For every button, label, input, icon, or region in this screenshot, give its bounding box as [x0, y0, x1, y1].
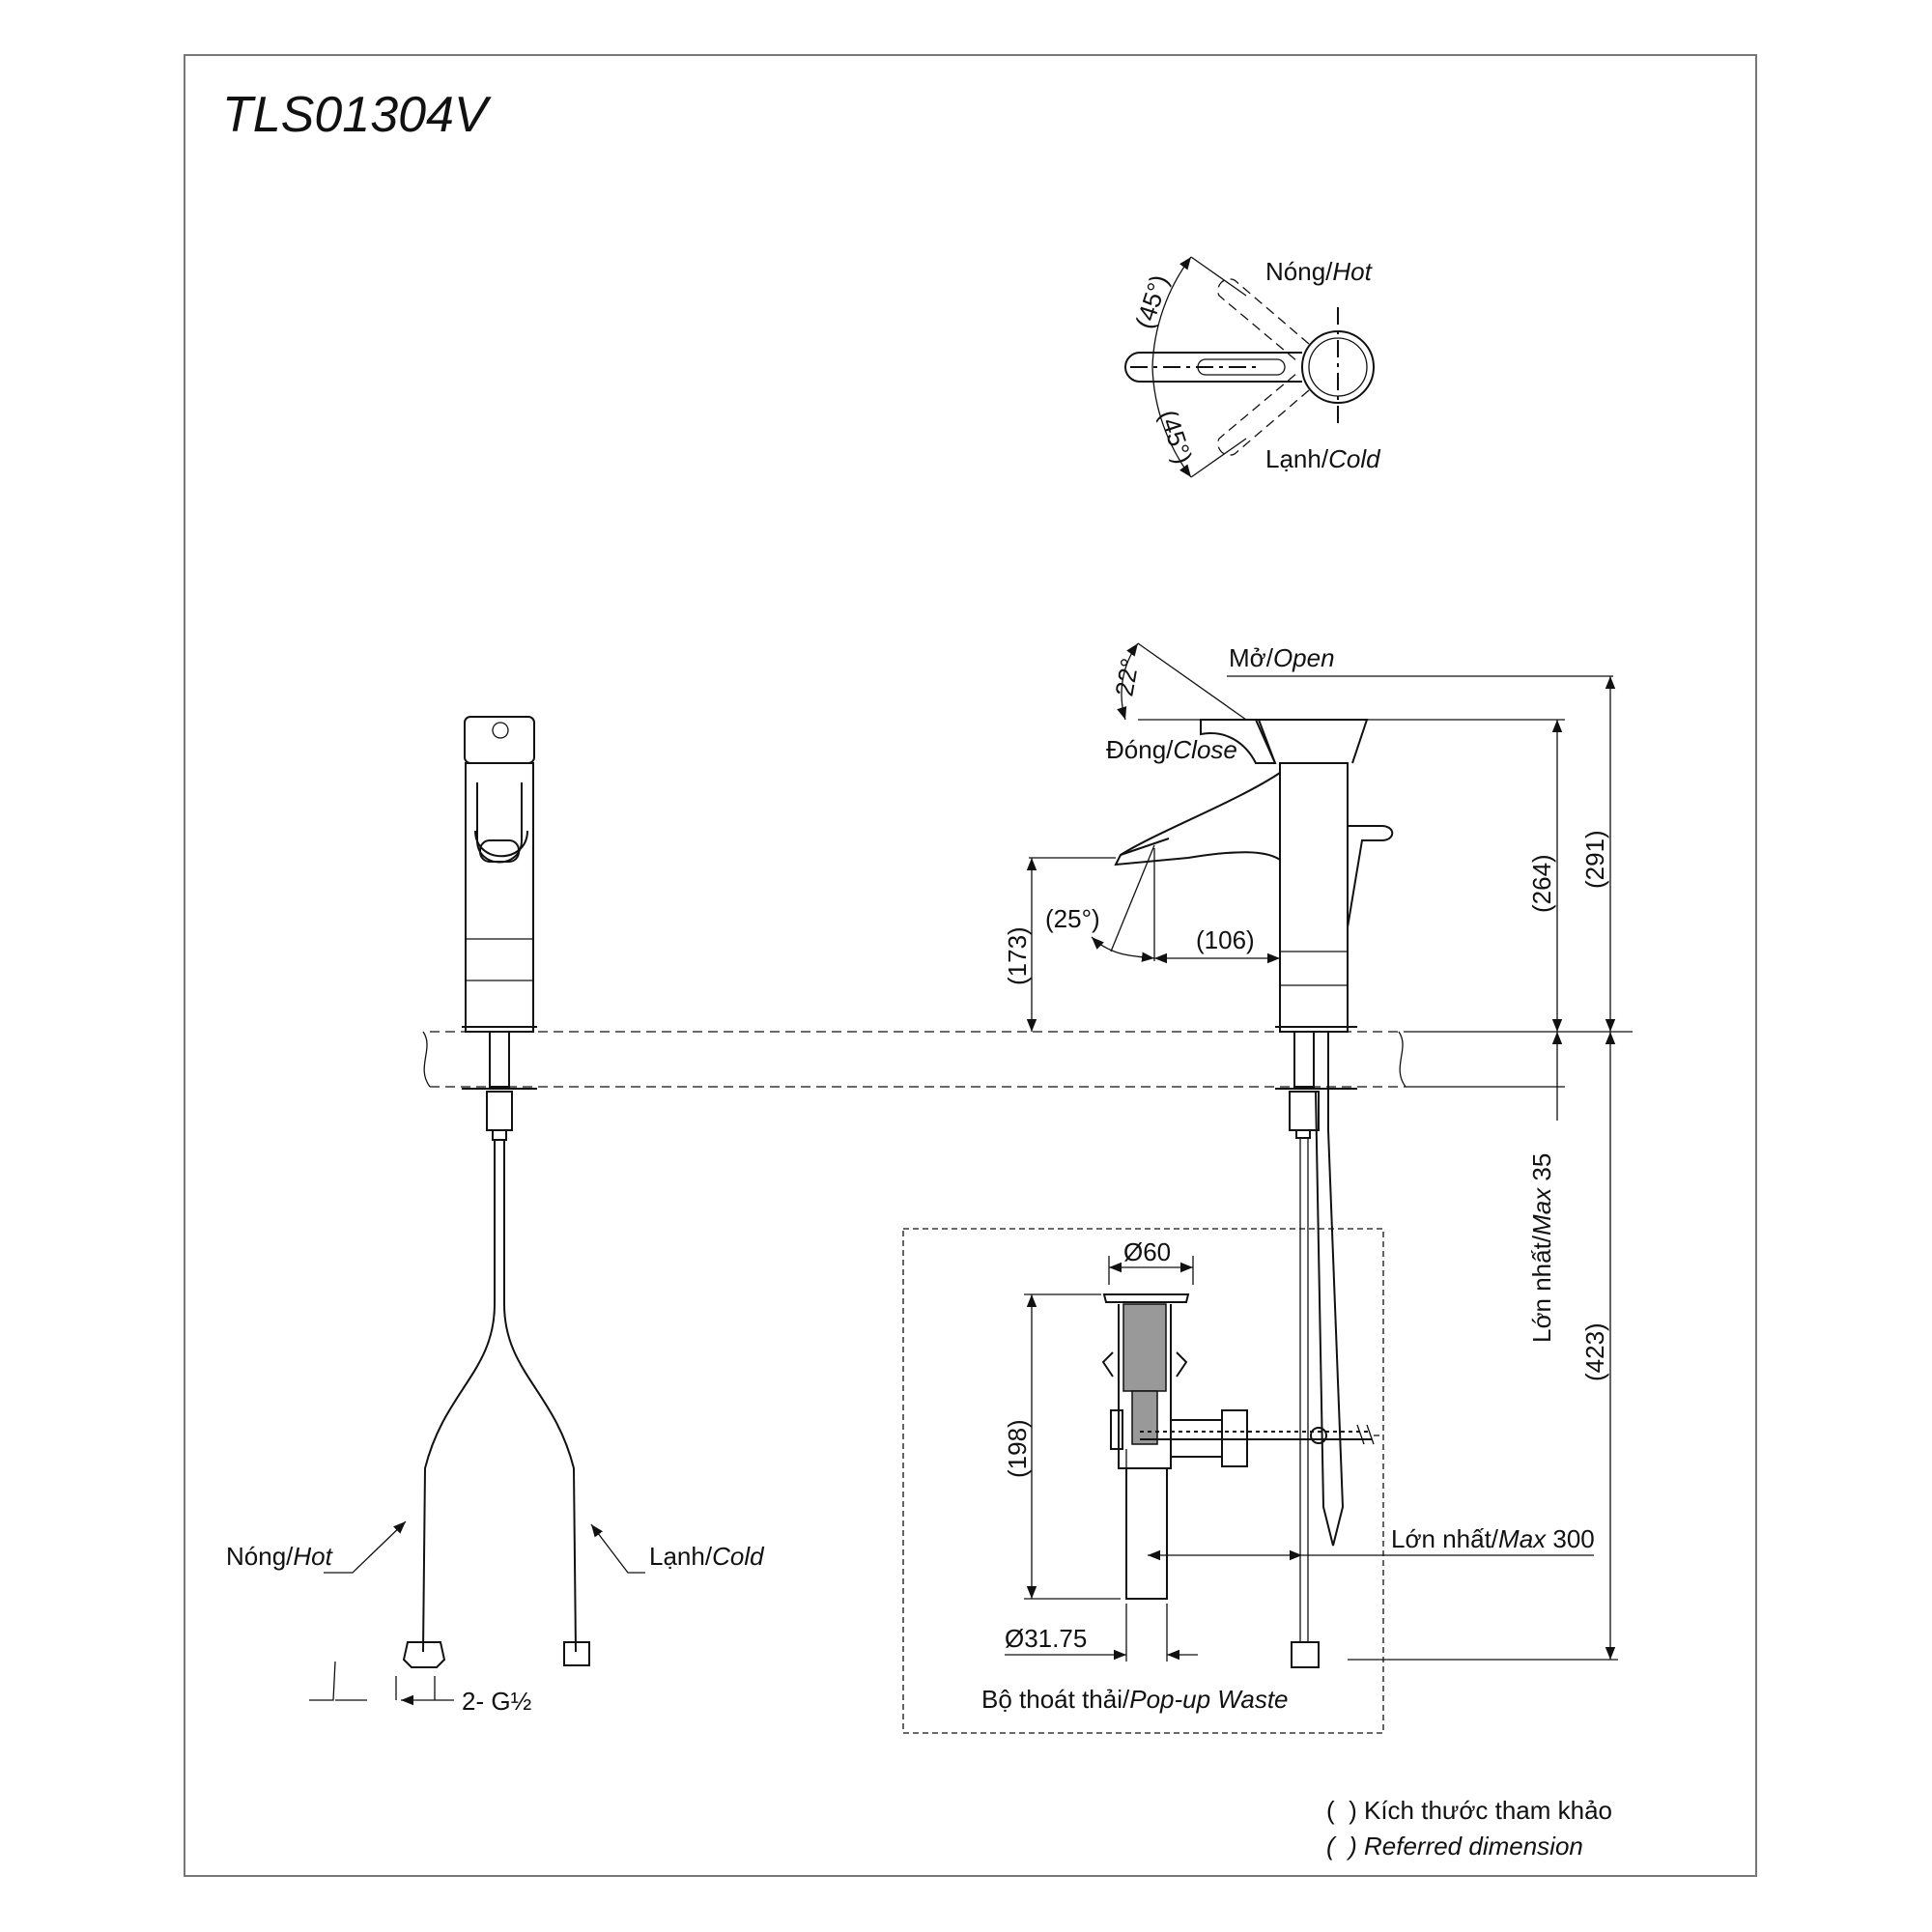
spout-height-label: (173) — [1003, 926, 1032, 985]
dia-bottom-label: Ø31.75 — [1005, 1624, 1087, 1653]
total-height-label: (291) — [1580, 830, 1609, 889]
faucet-front-view: 2- G½ Nóng/Hot Lạnh/Cold — [226, 716, 765, 1716]
deck-max-label: Lớn nhất/Max 35 — [1527, 1153, 1556, 1343]
thread-label: 2- G½ — [462, 1687, 531, 1716]
below-deck-label: (423) — [1580, 1322, 1609, 1381]
spout-angle-label: (25°) — [1045, 904, 1100, 933]
handle-top-view: (45°) (45°) Nóng/Hot Lạnh/Cold — [1124, 256, 1381, 478]
angle-upper-label: (45°) — [1129, 271, 1174, 332]
hose-hot-label: Nóng/Hot — [226, 1542, 334, 1571]
body-height-label: (264) — [1527, 854, 1556, 913]
top-hot-label: Nóng/Hot — [1265, 257, 1374, 286]
legend-line-vn: ( ) Kích thước tham khảo — [1326, 1796, 1612, 1825]
angle-lower-label: (45°) — [1153, 407, 1198, 468]
popup-height-label: (198) — [1003, 1419, 1032, 1478]
legend-line-en: ( ) Referred dimension — [1326, 1832, 1583, 1861]
popup-waste-detail: Ø60 (198) Lớn nhất/Max 300 Ø31.75 Bộ tho… — [902, 1228, 1595, 1734]
popup-caption: Bộ thoát thải/Pop-up Waste — [981, 1685, 1289, 1714]
counter-deck — [422, 1031, 1633, 1088]
dia-top-label: Ø60 — [1123, 1237, 1171, 1266]
popup-max-label: Lớn nhất/Max 300 — [1391, 1524, 1595, 1553]
top-cold-label: Lạnh/Cold — [1265, 444, 1381, 473]
hose-cold-label: Lạnh/Cold — [649, 1542, 765, 1571]
reach-dim-label: (106) — [1196, 925, 1255, 954]
model-title: TLS01304V — [222, 87, 492, 143]
lever-angle-label: 22° — [1109, 656, 1144, 698]
faucet-side-view: 22° Mở/Open Đóng/Close (25°) (106) (173)… — [1003, 642, 1618, 1668]
drawing-frame — [184, 54, 1757, 1877]
close-label: Đóng/Close — [1106, 735, 1237, 764]
open-label: Mở/Open — [1229, 643, 1335, 672]
